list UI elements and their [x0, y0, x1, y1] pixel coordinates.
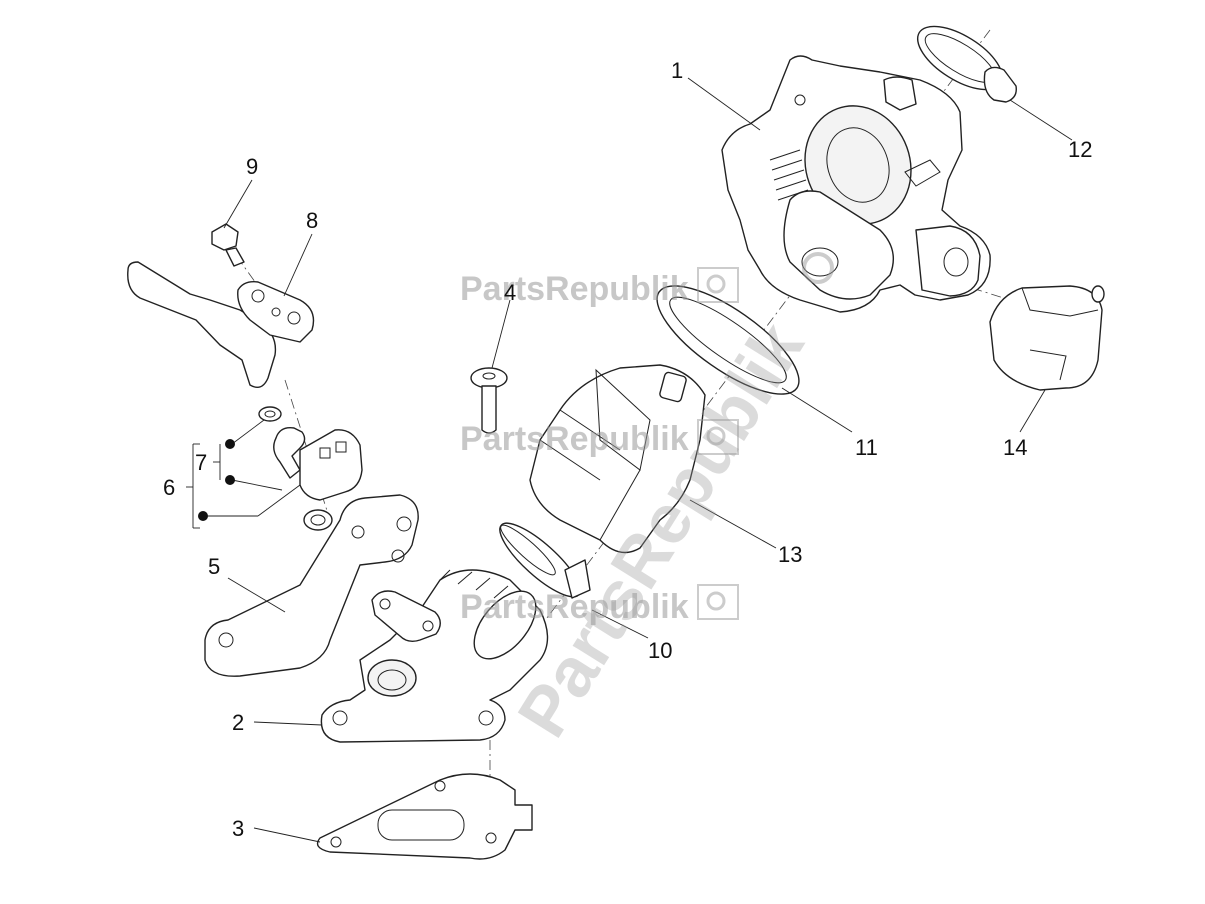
part-6-sensor-group: [258, 406, 363, 531]
callout-12: 12: [1068, 137, 1092, 162]
callout-2: 2: [232, 710, 244, 735]
part-1-throttle-body: [721, 55, 991, 313]
callout-7: 7: [195, 450, 207, 475]
part-2-intake-manifold: [320, 569, 549, 743]
callout-3: 3: [232, 816, 244, 841]
part-8-throttle-lever: [127, 261, 315, 388]
part-10-sleeve: [499, 522, 591, 599]
callout-14: 14: [1003, 435, 1027, 460]
leader-lines: [186, 77, 1073, 843]
callout-8: 8: [306, 208, 318, 233]
callout-4: 4: [504, 280, 516, 305]
callout-10: 10: [648, 638, 672, 663]
callout-13: 13: [778, 542, 802, 567]
callout-5: 5: [208, 554, 220, 579]
watermark-bottom: PartsRepublik: [460, 588, 689, 626]
watermark-logo-icon: [697, 252, 834, 620]
callout-labels: 1 2 3 4 5 6 7 8 9 10 11 12 13 14: [163, 58, 1092, 841]
part-9-screw: [211, 223, 245, 267]
callout-1: 1: [671, 58, 683, 83]
part-12-clamp: [916, 25, 1017, 103]
part-11-seal-ring: [656, 285, 800, 395]
callout-6: 6: [163, 475, 175, 500]
watermark-middle: PartsRepublik: [460, 420, 689, 458]
part-14-cover: [989, 285, 1105, 391]
callout-11: 11: [855, 435, 878, 460]
part-5-bracket: [204, 494, 419, 677]
part-13-spacer: [529, 364, 706, 554]
part-3-gasket: [316, 773, 533, 860]
callout-9: 9: [246, 154, 258, 179]
watermark-top: PartsRepublik: [460, 270, 689, 308]
part-4-bolt: [470, 367, 508, 434]
